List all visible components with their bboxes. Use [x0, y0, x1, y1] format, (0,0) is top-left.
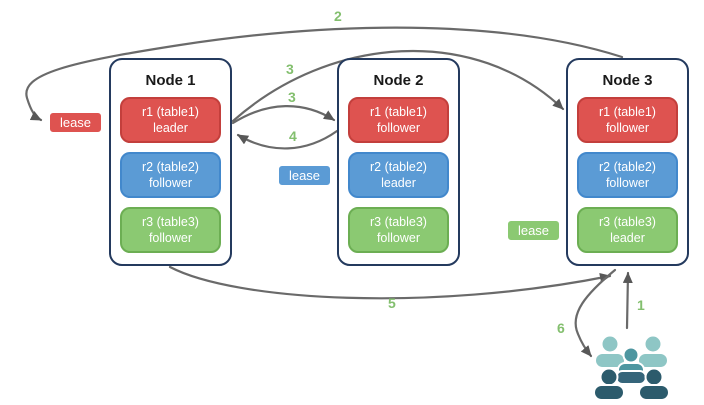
range-role: follower [605, 121, 650, 135]
range-label: r3 (table3) [599, 214, 656, 229]
step-label-6: 6 [557, 320, 565, 336]
range-label: r1 (table1) [142, 104, 199, 119]
lease-label: lease [288, 168, 321, 183]
node-1-range-r1: r1 (table1) leader [120, 97, 221, 143]
node-1-range-r3: r3 (table3) follower [120, 207, 221, 253]
range-label: r2 (table2) [370, 159, 427, 174]
range-role: follower [605, 176, 650, 190]
node-3-range-r1: r1 (table1) follower [577, 97, 678, 143]
range-role: leader [153, 121, 188, 135]
step-label-1: 1 [637, 297, 645, 313]
step-label-3a: 3 [286, 61, 294, 77]
range-role: follower [376, 121, 421, 135]
node-1-range-r2: r2 (table2) follower [120, 152, 221, 198]
lease-label: lease [517, 223, 550, 238]
range-role: leader [610, 231, 645, 245]
node-3-range-r2: r2 (table2) follower [577, 152, 678, 198]
arrow-step-3-node1-to-node2 [231, 105, 336, 125]
step-label-4: 4 [289, 128, 297, 144]
step-label-2: 2 [334, 8, 342, 24]
node-2-range-r1: r1 (table1) follower [348, 97, 449, 143]
range-role: follower [376, 231, 421, 245]
users-icon [593, 334, 670, 400]
step-label-3b: 3 [288, 89, 296, 105]
range-label: r3 (table3) [370, 214, 427, 229]
range-label: r3 (table3) [142, 214, 199, 229]
range-label: r1 (table1) [370, 104, 427, 119]
lease-label: lease [59, 115, 92, 130]
arrow-step-1-users-to-node3 [622, 271, 633, 330]
range-role: follower [148, 231, 193, 245]
node-1-title: Node 1 [145, 72, 196, 89]
node-3-title: Node 3 [602, 72, 653, 89]
arrow-step-4-node2-to-node1 [236, 129, 339, 150]
range-role: follower [148, 176, 193, 190]
lease-badge-r1: lease [48, 111, 103, 134]
node-2-title: Node 2 [373, 72, 424, 89]
node-2-range-r3: r3 (table3) follower [348, 207, 449, 253]
node-2: Node 2 r1 (table1) follower r2 (table2) … [337, 58, 460, 266]
node-3-range-r3: r3 (table3) leader [577, 207, 678, 253]
arrow-step-5-node1-to-node3 [168, 265, 612, 300]
range-label: r2 (table2) [142, 159, 199, 174]
node-1: Node 1 r1 (table1) leader r2 (table2) fo… [109, 58, 232, 266]
node-3: Node 3 r1 (table1) follower r2 (table2) … [566, 58, 689, 266]
node-2-range-r2: r2 (table2) leader [348, 152, 449, 198]
step-label-5: 5 [388, 295, 396, 311]
lease-badge-r2: lease [277, 164, 332, 187]
range-label: r1 (table1) [599, 104, 656, 119]
range-role: leader [381, 176, 416, 190]
lease-badge-r3: lease [506, 219, 561, 242]
range-label: r2 (table2) [599, 159, 656, 174]
